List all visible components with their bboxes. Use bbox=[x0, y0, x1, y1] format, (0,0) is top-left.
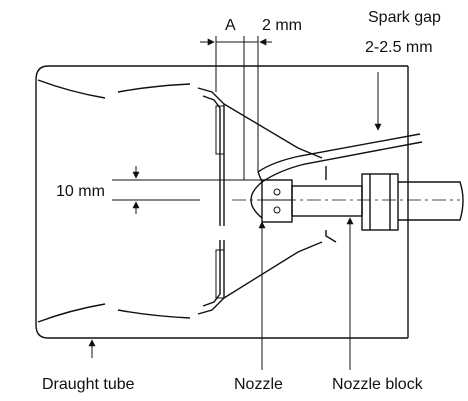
dimension-10mm bbox=[112, 166, 262, 214]
dimension-a-and-2mm bbox=[200, 36, 272, 180]
spark-gap-value-label: 2-2.5 mm bbox=[365, 39, 433, 56]
draught-tube bbox=[35, 65, 409, 339]
nozzle-block-part bbox=[232, 173, 464, 231]
dim-2mm-label: 2 mm bbox=[262, 17, 302, 34]
dim-10mm-label: 10 mm bbox=[56, 183, 105, 200]
leader-arrows bbox=[88, 72, 382, 370]
draught-tube-label: Draught tube bbox=[42, 376, 135, 393]
dim-a-label: A bbox=[225, 17, 236, 34]
spark-gap-label: Spark gap bbox=[368, 9, 441, 26]
baffle-disc bbox=[197, 87, 337, 315]
nozzle-block-label: Nozzle block bbox=[332, 376, 424, 393]
nozzle-part bbox=[250, 179, 293, 223]
nozzle-label: Nozzle bbox=[234, 376, 283, 393]
